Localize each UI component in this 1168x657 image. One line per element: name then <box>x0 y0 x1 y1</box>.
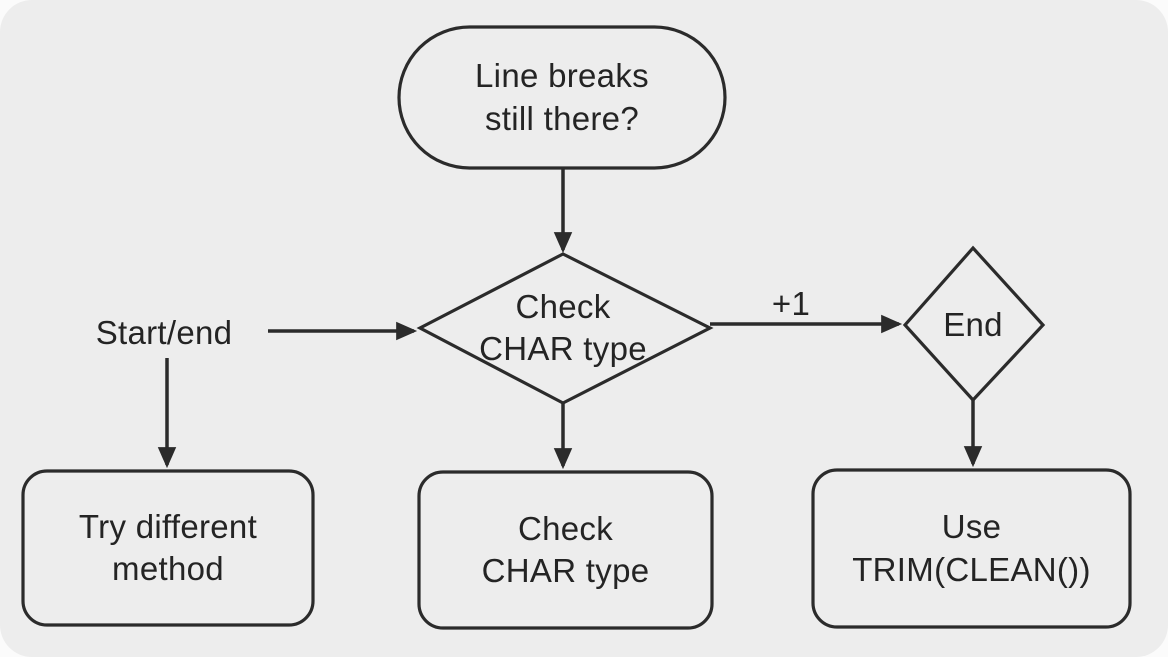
decision-check-char-type-shape <box>416 252 714 405</box>
process-try-different-method-shape <box>21 469 315 627</box>
process-use-trim-clean-shape <box>811 468 1132 629</box>
process-check-char-type-shape <box>417 470 714 630</box>
decision-end-shape <box>902 245 1046 403</box>
terminator-line-breaks-shape <box>397 25 727 170</box>
